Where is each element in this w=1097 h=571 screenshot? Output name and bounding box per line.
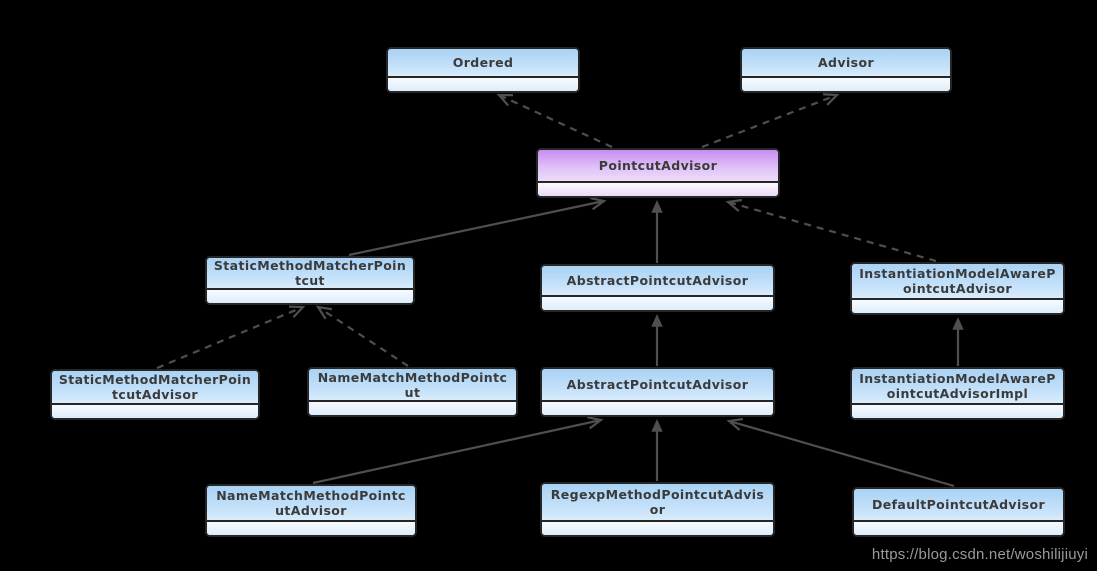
class-members-compartment bbox=[207, 288, 413, 303]
edge-instantiation-model-aware-pointcut-advisor-to-pointcut-advisor bbox=[725, 198, 937, 263]
class-node-ordered[interactable]: Ordered bbox=[386, 47, 580, 93]
edge-abstract-pointcut-advisor-bottom-to-abstract-pointcut-advisor-top bbox=[651, 314, 663, 366]
class-members-compartment bbox=[542, 520, 773, 535]
class-node-pointcut-advisor[interactable]: PointcutAdvisor bbox=[536, 148, 780, 198]
class-members-compartment bbox=[852, 298, 1063, 313]
class-name-label: Advisor bbox=[742, 49, 950, 76]
class-members-compartment bbox=[852, 403, 1063, 418]
class-name-label: Ordered bbox=[388, 49, 578, 76]
class-node-default-pointcut-advisor[interactable]: DefaultPointcutAdvisor bbox=[852, 487, 1065, 537]
edge-static-method-matcher-pointcut-to-pointcut-advisor bbox=[348, 196, 607, 257]
edge-name-match-method-pointcut-advisor-to-abstract-pointcut-advisor bbox=[312, 416, 604, 485]
edge-regexp-method-pointcut-advisor-to-abstract-pointcut-advisor bbox=[651, 419, 663, 481]
edge-pointcut-advisor-to-advisor bbox=[701, 93, 840, 149]
class-members-compartment bbox=[542, 295, 773, 310]
edge-abstract-pointcut-advisor-to-pointcut-advisor bbox=[651, 200, 663, 263]
class-node-abstract-pointcut-advisor-bottom[interactable]: AbstractPointcutAdvisor bbox=[540, 367, 775, 417]
class-members-compartment bbox=[538, 181, 778, 196]
class-node-abstract-pointcut-advisor-top[interactable]: AbstractPointcutAdvisor bbox=[540, 264, 775, 312]
class-members-compartment bbox=[309, 400, 516, 415]
class-members-compartment bbox=[52, 403, 258, 418]
class-name-label: PointcutAdvisor bbox=[538, 150, 778, 181]
class-members-compartment bbox=[742, 76, 950, 91]
class-members-compartment bbox=[388, 76, 578, 91]
edge-pointcut-advisor-to-ordered bbox=[496, 93, 613, 148]
class-members-compartment bbox=[854, 520, 1063, 535]
edge-default-pointcut-advisor-to-abstract-pointcut-advisor bbox=[726, 417, 955, 488]
class-members-compartment bbox=[207, 520, 415, 535]
watermark: https://blog.csdn.net/woshilijiuyi bbox=[871, 546, 1088, 563]
class-name-label: AbstractPointcutAdvisor bbox=[542, 266, 773, 295]
class-members-compartment bbox=[542, 400, 773, 415]
edge-name-match-method-pointcut-to-static-method-matcher-pointcut bbox=[315, 305, 409, 367]
edge-static-method-matcher-pointcut-advisor-to-static-method-matcher-pointcut bbox=[156, 305, 306, 370]
edge-instantiation-model-aware-pointcut-advisor-impl-to-interface bbox=[952, 317, 964, 366]
class-node-advisor[interactable]: Advisor bbox=[740, 47, 952, 93]
class-name-label: DefaultPointcutAdvisor bbox=[854, 489, 1063, 520]
class-name-label: AbstractPointcutAdvisor bbox=[542, 369, 773, 400]
